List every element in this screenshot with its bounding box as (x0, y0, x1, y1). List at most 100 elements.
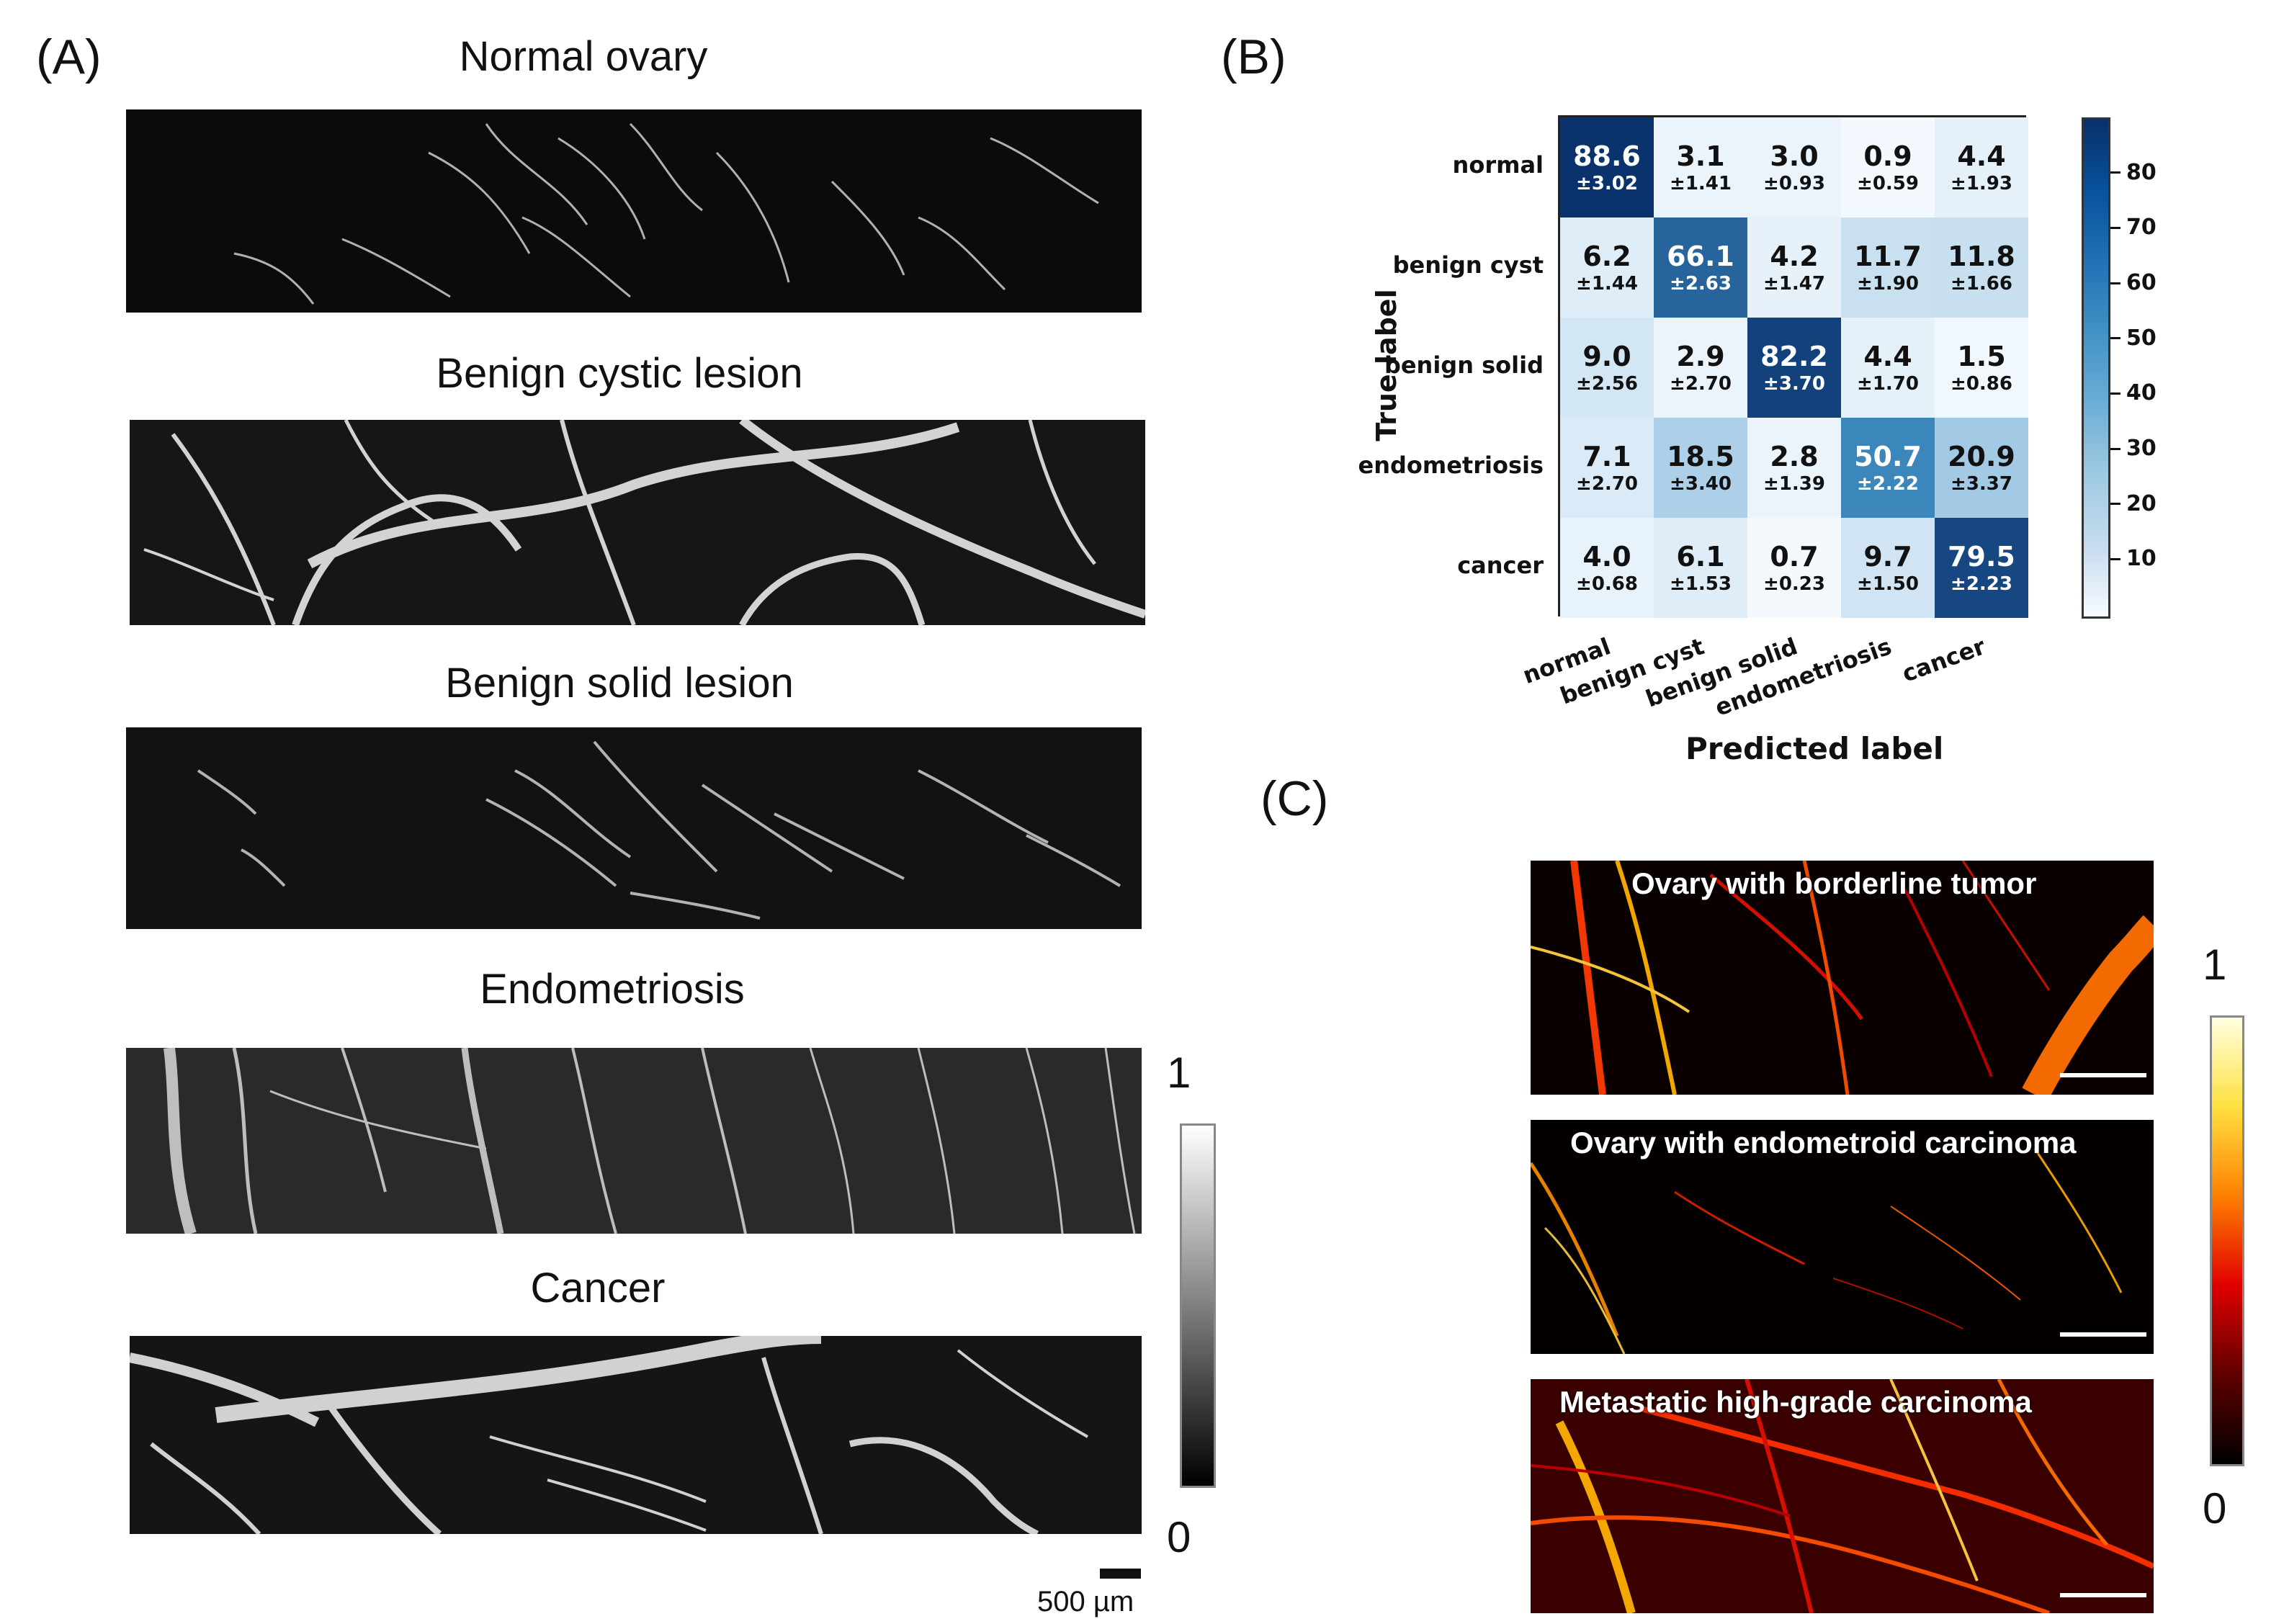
row-label: endometriosis (1358, 451, 1544, 479)
cm-cell: 11.7±1.90 (1841, 217, 1935, 318)
panel-a-label: (A) (36, 30, 102, 84)
cm-cell-std: ±0.93 (1763, 172, 1825, 194)
grayscale-colorbar (1180, 1123, 1216, 1488)
cm-cell-std: ±3.37 (1951, 472, 2012, 495)
cm-cell-std: ±2.56 (1576, 372, 1638, 395)
row-label: benign cyst (1392, 251, 1544, 279)
cm-cell: 11.8±1.66 (1935, 217, 2028, 318)
cm-cell-std: ±2.22 (1857, 472, 1919, 495)
colorbar-tick-label: 10 (2126, 546, 2157, 572)
vessel-image-cancer (130, 1336, 1142, 1534)
heatmap-colorbar (2082, 117, 2110, 619)
panel-c-label: (C) (1260, 771, 1329, 826)
cm-cell-value: 6.1 (1676, 540, 1725, 573)
cm-cell-std: ±0.59 (1857, 172, 1919, 194)
colorbar-tick-mark (2110, 392, 2120, 395)
cm-cell-value: 88.6 (1573, 140, 1641, 172)
heat-image-borderline-tumor (1531, 861, 2154, 1095)
cm-cell: 0.7±0.23 (1747, 518, 1841, 618)
vessel-image-normal (126, 109, 1142, 313)
cm-cell-value: 11.8 (1948, 240, 2015, 272)
cm-cell-std: ±2.63 (1670, 272, 1732, 295)
image-title-endometriosis: Endometriosis (480, 966, 745, 1013)
scale-bar (1100, 1569, 1141, 1579)
cm-cell-std: ±1.47 (1763, 272, 1825, 295)
image-title-normal: Normal ovary (459, 33, 708, 80)
cm-cell-value: 0.9 (1863, 140, 1912, 172)
cm-cell-value: 4.4 (1957, 140, 2006, 172)
cm-cell-std: ±2.70 (1670, 372, 1732, 395)
cm-cell: 2.8±1.39 (1747, 418, 1841, 518)
colorbar-tick-mark (2110, 226, 2120, 229)
cm-cell: 50.7±2.22 (1841, 418, 1935, 518)
cm-cell-value: 4.0 (1582, 540, 1631, 573)
cm-cell-std: ±1.66 (1951, 272, 2012, 295)
heat-colorbar-min: 0 (2203, 1484, 2227, 1533)
colorbar-tick-label: 20 (2126, 490, 2157, 516)
cm-cell-std: ±1.93 (1951, 172, 2012, 194)
cm-cell-value: 2.9 (1676, 340, 1725, 372)
cm-cell: 2.9±2.70 (1654, 318, 1747, 418)
colorbar-tick-mark (2110, 447, 2120, 450)
cm-cell-std: ±1.53 (1670, 573, 1732, 595)
image-title-benign-cystic: Benign cystic lesion (436, 350, 803, 397)
cm-cell-std: ±1.90 (1857, 272, 1919, 295)
colorbar-tick-label: 60 (2126, 270, 2157, 295)
cm-cell-value: 6.2 (1582, 240, 1631, 272)
image-title-benign-solid: Benign solid lesion (445, 660, 794, 706)
cm-cell-std: ±1.50 (1857, 573, 1919, 595)
vessel-image-benign-cystic (130, 420, 1145, 625)
cm-cell-std: ±3.70 (1763, 372, 1825, 395)
cm-cell: 79.5±2.23 (1935, 518, 2028, 618)
image-title-cancer: Cancer (530, 1265, 666, 1311)
cm-cell-value: 2.8 (1770, 440, 1819, 472)
cm-cell-value: 79.5 (1948, 540, 2015, 573)
cm-cell-value: 82.2 (1760, 340, 1828, 372)
cm-cell: 6.1±1.53 (1654, 518, 1747, 618)
cm-cell-value: 0.7 (1770, 540, 1819, 573)
cm-cell-value: 50.7 (1854, 440, 1922, 472)
cm-cell-value: 7.1 (1582, 440, 1631, 472)
cm-cell-value: 3.1 (1676, 140, 1725, 172)
colorbar-tick-label: 30 (2126, 436, 2157, 461)
row-label: benign solid (1384, 351, 1544, 379)
cm-cell-std: ±1.70 (1857, 372, 1919, 395)
row-label: normal (1452, 151, 1544, 179)
cm-cell-value: 9.7 (1863, 540, 1912, 573)
cm-cell-value: 18.5 (1667, 440, 1734, 472)
cm-cell: 88.6±3.02 (1560, 117, 1654, 217)
cm-cell-std: ±3.02 (1576, 172, 1638, 194)
colorbar-tick-mark (2110, 337, 2120, 340)
cm-cell-value: 1.5 (1957, 340, 2006, 372)
cm-cell-value: 4.2 (1770, 240, 1819, 272)
colorbar-tick-label: 80 (2126, 159, 2157, 185)
cm-cell-value: 20.9 (1948, 440, 2015, 472)
heat-image-title-endometroid: Ovary with endometroid carcinoma (1570, 1126, 2077, 1159)
panel-b-label: (B) (1221, 30, 1286, 84)
grayscale-colorbar-min: 0 (1167, 1513, 1191, 1561)
cm-cell-std: ±1.44 (1576, 272, 1638, 295)
cm-cell: 6.2±1.44 (1560, 217, 1654, 318)
heat-colorbar-max: 1 (2203, 941, 2227, 989)
cm-cell-std: ±2.70 (1576, 472, 1638, 495)
cm-cell: 0.9±0.59 (1841, 117, 1935, 217)
cm-cell-std: ±1.41 (1670, 172, 1732, 194)
cm-cell: 4.4±1.93 (1935, 117, 2028, 217)
col-label: cancer (1898, 632, 1989, 688)
heat-image-title-borderline: Ovary with borderline tumor (1631, 866, 2037, 900)
vessel-image-benign-solid (126, 727, 1142, 929)
cm-cell-std: ±0.23 (1763, 573, 1825, 595)
cm-cell-value: 9.0 (1582, 340, 1631, 372)
colorbar-tick-mark (2110, 503, 2120, 506)
scale-bar-c2 (2060, 1332, 2146, 1337)
colorbar-tick-mark (2110, 557, 2120, 560)
cm-cell: 3.0±0.93 (1747, 117, 1841, 217)
cm-cell: 18.5±3.40 (1654, 418, 1747, 518)
heat-image-endometroid-carcinoma (1531, 1120, 2154, 1354)
heat-image-metastatic-carcinoma (1531, 1379, 2154, 1613)
cm-cell: 1.5±0.86 (1935, 318, 2028, 418)
grayscale-colorbar-max: 1 (1167, 1049, 1191, 1097)
scale-bar-c3 (2060, 1593, 2146, 1597)
scale-bar-c1 (2060, 1073, 2146, 1077)
